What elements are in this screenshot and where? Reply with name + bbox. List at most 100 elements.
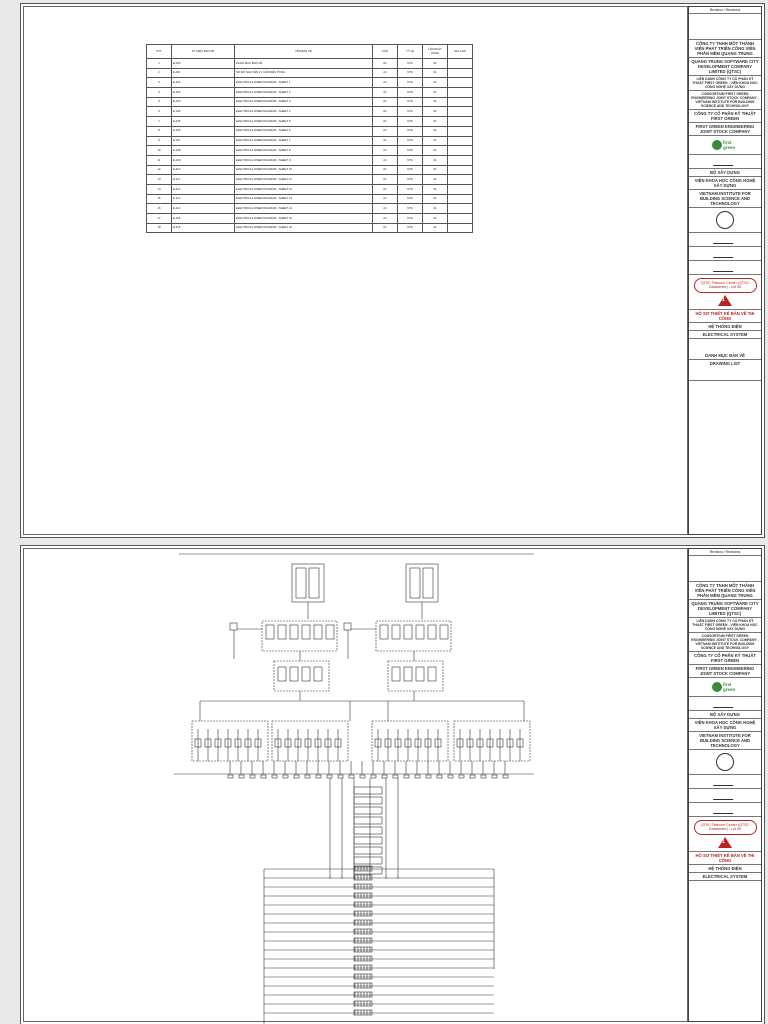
breaker <box>486 738 494 748</box>
table-cell: 10 <box>146 145 172 156</box>
table-cell: ELECTRICAL RISER DIAGRAM - SHEET 9 <box>234 154 373 166</box>
project-name: QTSC Telecom Center (QTSC Datacenter) - … <box>693 278 757 293</box>
owner-name-vn: CÔNG TY TNHH MỘT THÀNH VIÊN PHÁT TRIỂN C… <box>689 582 761 600</box>
meter-box <box>343 622 352 631</box>
breaker <box>496 738 504 748</box>
table-cell <box>447 183 473 195</box>
revision-header: Revision / Revisions <box>689 549 761 556</box>
table-cell: 01 <box>422 193 448 205</box>
busbar-outlet <box>436 774 443 779</box>
ibst-seal <box>689 750 761 775</box>
revision-table <box>689 14 761 40</box>
busbar-outlet <box>381 774 388 779</box>
table-cell <box>447 193 473 205</box>
owner-name-en: QUANG TRUNG SOFTWARE CITY DEVELOPMENT CO… <box>689 58 761 76</box>
column-header: TỶ LỆ <box>397 44 423 59</box>
table-cell <box>447 96 473 108</box>
busbar-outlet <box>271 774 278 779</box>
stage-label: HỒ SƠ THIẾT KẾ BẢN VẼ THI CÔNG <box>689 852 761 865</box>
circuit-breaker-group <box>353 1000 373 1007</box>
table-cell: ELECTRICAL RISER DIAGRAM - SHEET 2 <box>234 87 373 98</box>
firstgreen-name-vn: CÔNG TY CỔ PHẦN KỸ THUẬT FIRST GREEN <box>689 652 761 665</box>
distribution-panel-4 <box>453 720 531 762</box>
table-cell <box>447 145 473 156</box>
breaker <box>244 738 252 748</box>
table-cell: NTS <box>397 164 423 176</box>
table-cell: 11 <box>146 154 172 166</box>
distribution-panel-3 <box>371 720 449 762</box>
table-cell: A1 <box>372 174 398 185</box>
circuit-breaker-group <box>353 928 373 935</box>
table-cell: ELECTRICAL RISER DIAGRAM - SHEET 15 <box>234 213 373 224</box>
stage-label: HỒ SƠ THIẾT KẾ BẢN VẼ THI CÔNG <box>689 310 761 323</box>
breaker <box>476 738 484 748</box>
busbar-outlet <box>293 774 300 779</box>
consultant-name-vn: LIÊN DANH CÔNG TY CỔ PHẦN KỸ THUẬT FIRST… <box>689 618 761 633</box>
breaker <box>313 666 323 682</box>
circuit-breaker-group <box>353 991 373 998</box>
table-cell: E-116 <box>171 222 235 234</box>
breaker <box>516 738 524 748</box>
table-cell: A1 <box>372 67 398 79</box>
breaker <box>284 738 292 748</box>
column-header: GHI CHÚ <box>447 44 473 59</box>
breaker <box>294 738 302 748</box>
circuit-breaker-group <box>353 883 373 890</box>
table-cell: 16 <box>146 203 172 214</box>
table-cell: E-102 <box>171 87 235 98</box>
breaker <box>374 738 382 748</box>
breaker <box>313 624 323 640</box>
table-cell: NTS <box>397 106 423 118</box>
signature-2 <box>689 789 761 803</box>
busbar-outlet <box>326 774 333 779</box>
table-cell: SƠ ĐỒ NGUYÊN LÝ CẤP ĐIỆN TỔNG <box>234 67 373 79</box>
ibst-ministry: BỘ XÂY DỰNG <box>689 169 761 177</box>
breaker <box>391 666 401 682</box>
busbar-outlet <box>227 774 234 779</box>
ats-panel-2 <box>387 660 444 692</box>
circuit-breaker-group <box>353 865 373 872</box>
table-cell: ELECTRICAL RISER DIAGRAM - SHEET 11 <box>234 174 373 185</box>
busbar-outlet <box>491 774 498 779</box>
table-cell: 3 <box>146 77 172 89</box>
distribution-panel-2 <box>271 720 349 762</box>
table-cell: 15 <box>146 193 172 205</box>
table-cell: 01 <box>422 106 448 118</box>
electrical-riser-diagram <box>174 553 534 1024</box>
distribution-panel-1 <box>191 720 269 762</box>
breaker <box>304 738 312 748</box>
table-cell <box>447 116 473 127</box>
table-cell: 01 <box>422 135 448 147</box>
table-cell: A1 <box>372 58 398 69</box>
table-cell: 7 <box>146 116 172 127</box>
title-block: Revision / Revisions CÔNG TY TNHH MỘT TH… <box>688 548 762 1022</box>
breaker <box>289 624 299 640</box>
table-cell: NTS <box>397 145 423 156</box>
table-cell <box>447 77 473 89</box>
table-cell: E-104 <box>171 106 235 118</box>
circuit-breaker-group <box>353 910 373 917</box>
breaker <box>456 738 464 748</box>
table-cell: ELECTRICAL RISER DIAGRAM - SHEET 1 <box>234 77 373 89</box>
table-cell: A1 <box>372 145 398 156</box>
table-cell: ELECTRICAL RISER DIAGRAM - SHEET 8 <box>234 145 373 156</box>
circuit-breaker-group <box>353 1009 373 1016</box>
busbar-outlet <box>480 774 487 779</box>
project-box: QTSC Telecom Center (QTSC Datacenter) - … <box>689 817 761 852</box>
circuit-breaker-group <box>353 937 373 944</box>
table-cell: DANH MỤC BẢN VẼ <box>234 58 373 69</box>
breaker <box>506 738 514 748</box>
table-cell: 2 <box>146 67 172 79</box>
riser-box <box>353 856 383 865</box>
table-cell: NTS <box>397 96 423 108</box>
table-cell: 12 <box>146 164 172 176</box>
busbar-outlet <box>304 774 311 779</box>
breaker <box>415 666 425 682</box>
busbar-outlet <box>370 774 377 779</box>
